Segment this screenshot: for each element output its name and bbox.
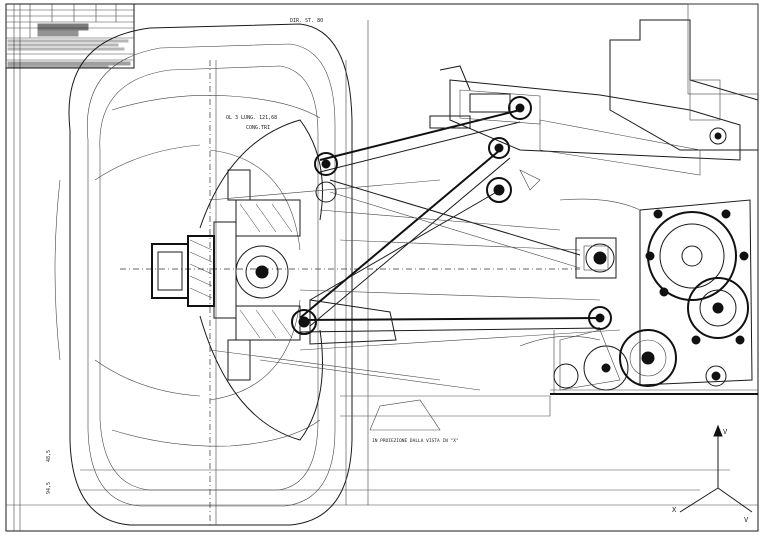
gearbox: [575, 199, 753, 386]
suspension-arms: [259, 109, 621, 391]
annotation-left-vertical-2: 94,5: [46, 482, 52, 494]
annotation-top-right-label: DIR. ST. 80: [290, 18, 323, 24]
annotations: OL 3 LUNG. 121,68 CONG.TRI DIR. ST. 80 4…: [46, 18, 749, 524]
axis-label-x: X: [672, 506, 677, 514]
pivot-joints: [291, 96, 615, 335]
annotation-cong-label: CONG.TRI: [246, 125, 270, 131]
sheet-frame: [5, 3, 759, 532]
center-lines: [80, 20, 730, 525]
axis-label-v: V: [723, 428, 728, 436]
axis-label-bottom-v: V: [744, 516, 749, 524]
tyre-outline: [54, 23, 353, 526]
wheel-hub: [151, 119, 323, 441]
axis-triad: [679, 424, 753, 513]
annotation-bottom-projection: IN PROIEZIONE DALLA VISTA IN "X": [372, 438, 459, 444]
annotation-length-label: OL 3 LUNG. 121,68: [226, 115, 277, 121]
chassis-rails: [209, 179, 641, 431]
lower-gears: [519, 329, 758, 395]
title-block: [5, 3, 135, 69]
engine-body: [429, 3, 759, 191]
annotation-left-vertical-1: 48,5: [46, 450, 52, 462]
